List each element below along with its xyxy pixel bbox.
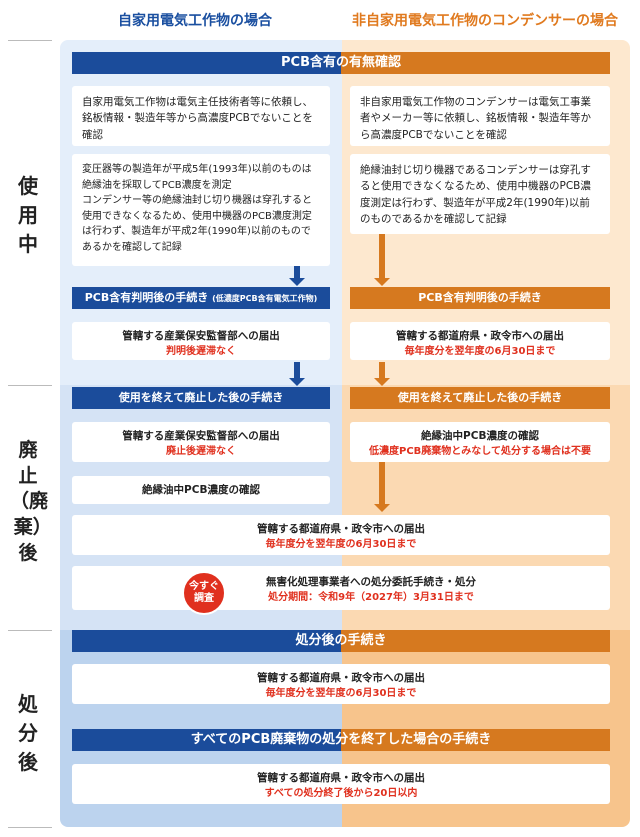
- final-notice-deadline: すべての処分終了後から20日以内: [264, 788, 418, 800]
- own-notice-box: 管轄する産業保安監督部への届出 判明後遅滞なく: [72, 322, 330, 360]
- bar-all-done: すべてのPCB廃棄物の処分を終了した場合の手続き: [72, 729, 610, 751]
- after-notice-deadline: 毎年度分を翌年度の6月30日まで: [265, 688, 417, 700]
- down-arrow-icon: [289, 362, 305, 386]
- own-oil-check-box: 絶縁油中PCB濃度の確認: [72, 476, 330, 504]
- down-arrow-icon: [374, 462, 390, 512]
- other-oil-check-box: 絶縁油中PCB濃度の確認 低濃度PCB廃棄物とみなして処分する場合は不要: [350, 422, 610, 462]
- own-oil-check-text: 絶縁油中PCB濃度の確認: [142, 484, 260, 496]
- bar-after-disposal: 処分後の手続き: [72, 630, 610, 652]
- badge-line-2: 調査: [194, 593, 214, 604]
- phase-label-disposal: 廃止（廃棄）後: [10, 439, 49, 564]
- down-arrow-icon: [374, 362, 390, 386]
- badge-line-1: 今すぐ: [189, 581, 219, 592]
- investigate-now-badge: 今すぐ 調査: [182, 571, 226, 615]
- column-heading-other: 非自家用電気工作物のコンデンサーの場合: [352, 13, 618, 29]
- other-check-box: 非自家用電気工作物のコンデンサーは電気工事業者やメーカー等に依頼し、銘板情報・製…: [350, 86, 610, 146]
- phase-divider: [8, 630, 52, 631]
- own-measure-box: 変圧器等の製造年が平成5年(1993年)以前のものは絶縁油を採取してPCB濃度を…: [72, 154, 330, 266]
- phase-label-in-use: 使用中: [18, 174, 38, 256]
- after-notice-text: 管轄する都道府県・政令市への届出: [257, 672, 425, 684]
- final-notice-text: 管轄する都道府県・政令市への届出: [257, 772, 425, 784]
- contract-box: 無害化処理事業者への処分委託手続き・処分 処分期間：令和9年（2027年）3月3…: [72, 566, 610, 610]
- own-notice-text: 管轄する産業保安監督部への届出: [122, 330, 280, 342]
- down-arrow-icon: [374, 234, 390, 286]
- phase-divider: [8, 40, 52, 41]
- own-abolish-text: 管轄する産業保安監督部への届出: [122, 430, 280, 442]
- contract-text: 無害化処理事業者への処分委託手続き・処分: [266, 576, 476, 588]
- joint-notice-box: 管轄する都道府県・政令市への届出 毎年度分を翌年度の6月30日まで: [72, 515, 610, 555]
- contract-deadline: 処分期間：令和9年（2027年）3月31日まで: [268, 592, 474, 604]
- own-abolish-box: 管轄する産業保安監督部への届出 廃止後遅滞なく: [72, 422, 330, 462]
- other-notice-text: 管轄する都道府県・政令市への届出: [396, 330, 564, 342]
- joint-notice-text: 管轄する都道府県・政令市への届出: [257, 523, 425, 535]
- other-oil-check-text: 絶縁油中PCB濃度の確認: [421, 430, 539, 442]
- other-notice-deadline: 毎年度分を翌年度の6月30日まで: [404, 346, 556, 358]
- own-notice-deadline: 判明後遅滞なく: [166, 346, 236, 358]
- bar-other-abolish: 使用を終えて廃止した後の手続き: [350, 387, 610, 409]
- other-measure-box: 絶縁油封じ切り機器であるコンデンサーは穿孔すると使用できなくなるため、使用中機器…: [350, 154, 610, 234]
- after-notice-box: 管轄する都道府県・政令市への届出 毎年度分を翌年度の6月30日まで: [72, 664, 610, 704]
- phase-divider: [8, 385, 52, 386]
- final-notice-box: 管轄する都道府県・政令市への届出 すべての処分終了後から20日以内: [72, 764, 610, 804]
- joint-notice-deadline: 毎年度分を翌年度の6月30日まで: [265, 539, 417, 551]
- column-heading-own: 自家用電気工作物の場合: [118, 13, 272, 29]
- bar-own-abolish: 使用を終えて廃止した後の手続き: [72, 387, 330, 409]
- other-notice-box: 管轄する都道府県・政令市への届出 毎年度分を翌年度の6月30日まで: [350, 322, 610, 360]
- bar-other-procedure: PCB含有判明後の手続き: [350, 287, 610, 309]
- bar-own-procedure: PCB含有判明後の手続き (低濃度PCB含有電気工作物): [72, 287, 330, 309]
- down-arrow-icon: [289, 266, 305, 286]
- phase-label-after: 処分後: [18, 692, 38, 774]
- other-oil-check-note: 低濃度PCB廃棄物とみなして処分する場合は不要: [369, 446, 591, 458]
- own-abolish-deadline: 廃止後遅滞なく: [166, 446, 236, 458]
- phase-divider: [8, 827, 52, 828]
- bar-pcb-check: PCB含有の有無確認: [72, 52, 610, 74]
- own-check-box: 自家用電気工作物は電気主任技術者等に依頼し、銘板情報・製造年等から高濃度PCBで…: [72, 86, 330, 146]
